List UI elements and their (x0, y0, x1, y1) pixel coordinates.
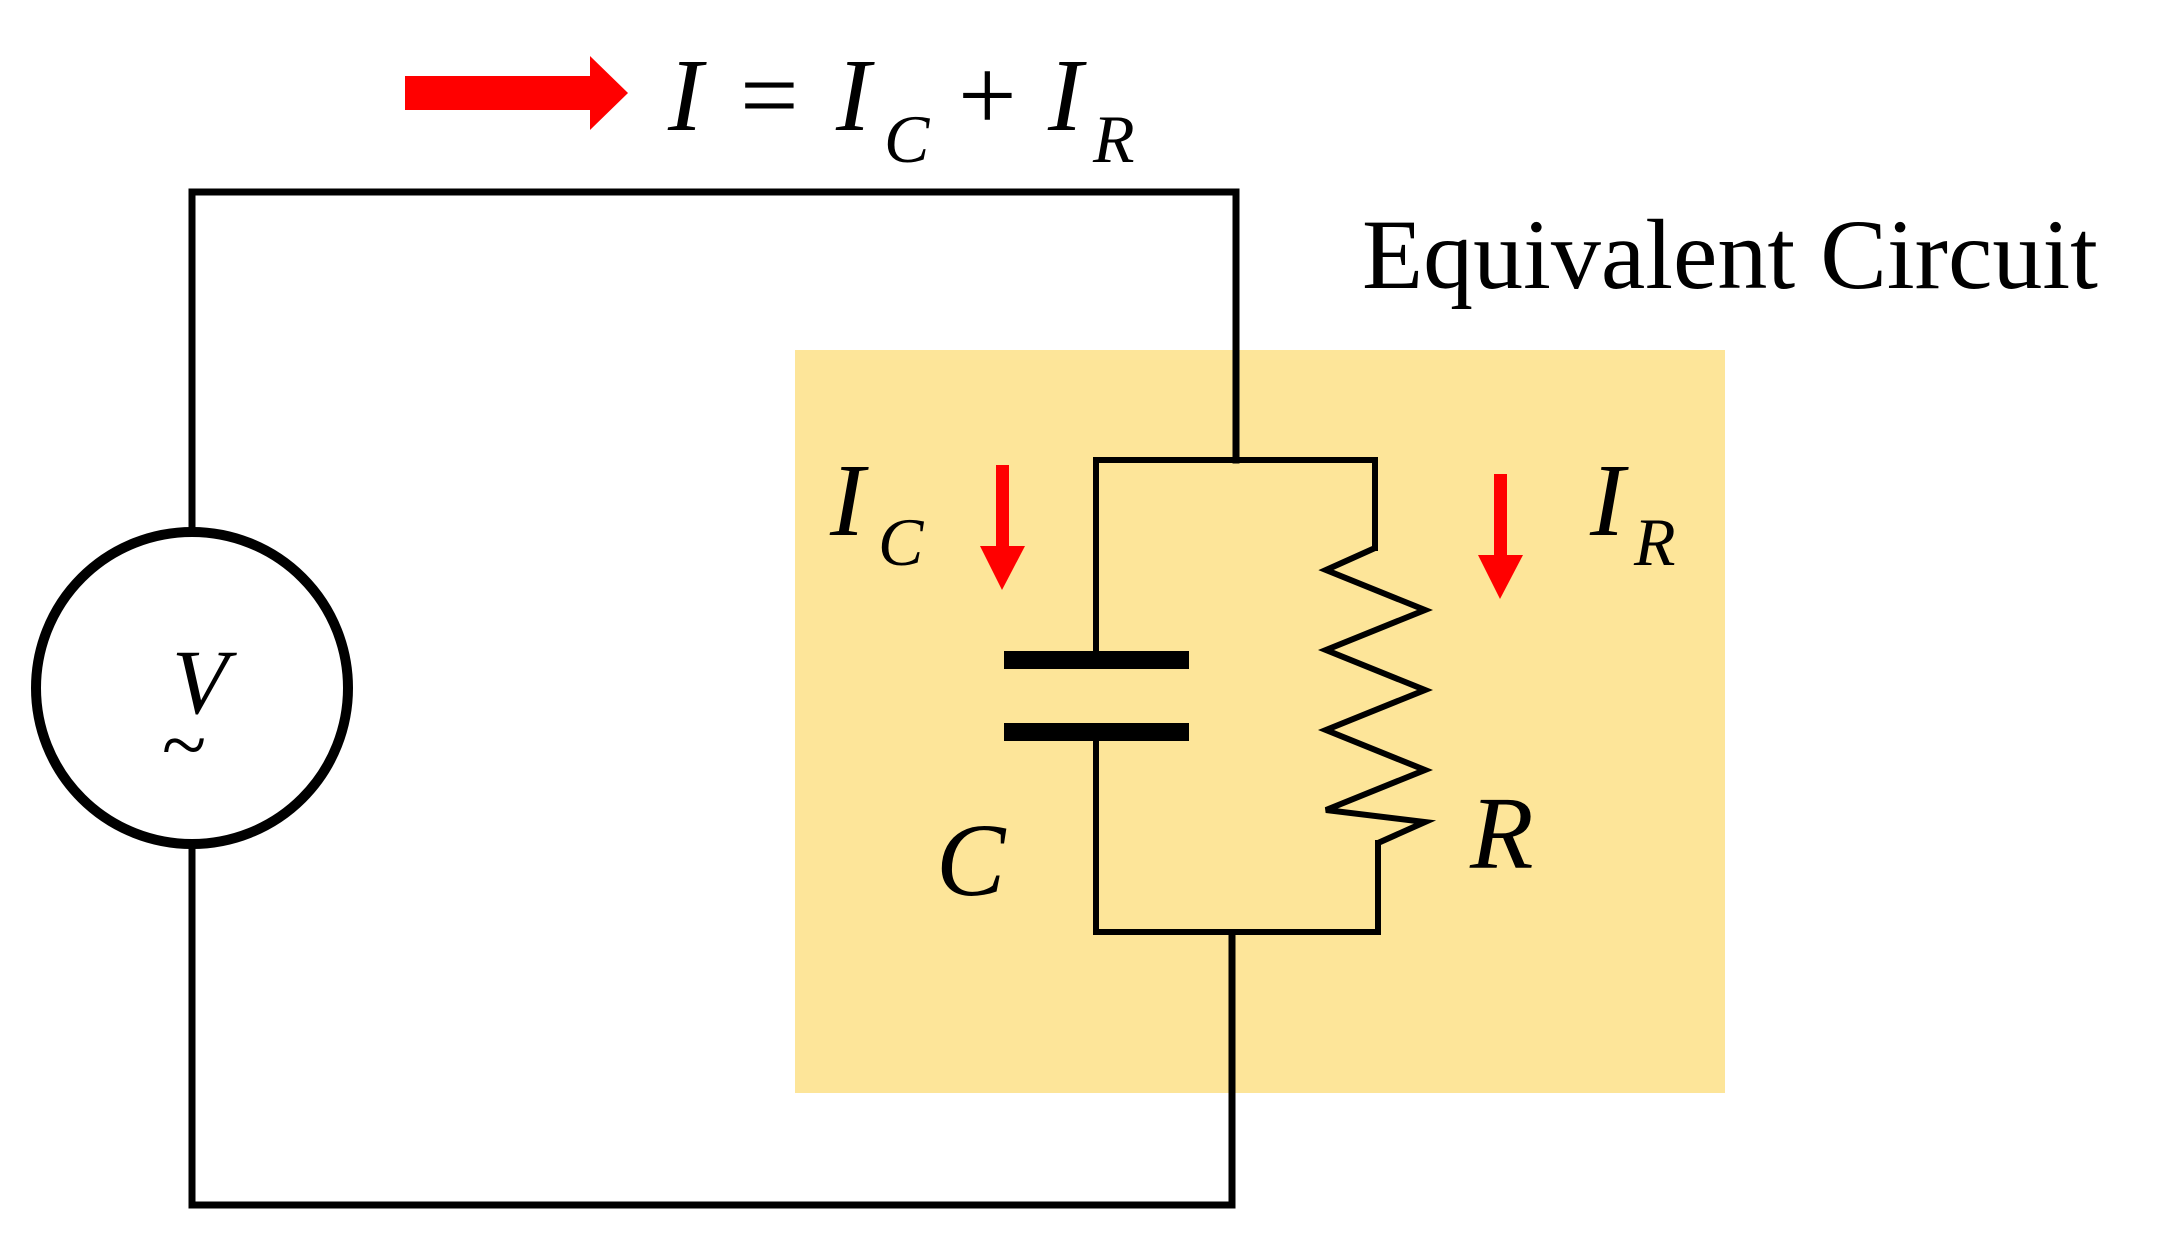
equation-equals: = (740, 38, 799, 153)
source-ac-mark: ~ (162, 699, 206, 790)
total-current-equation: I = I C + I R (667, 38, 1135, 177)
outer-wires (188, 188, 1240, 1209)
equation-lhs: I (667, 38, 707, 153)
capacitor-current-main: I (829, 443, 869, 558)
wire-branch-top (1093, 457, 1378, 653)
source-symbol: V (172, 631, 238, 733)
capacitor-current-label: I C (829, 443, 924, 580)
resistor-label: R (1469, 776, 1534, 891)
capacitor-current-sub: C (878, 504, 924, 580)
equation-term1-main: I (835, 38, 875, 153)
equation-term2-main: I (1047, 38, 1087, 153)
equivalent-circuit-box (795, 350, 1725, 1093)
equation-term1-sub: C (884, 101, 930, 177)
wire-top (188, 188, 1240, 537)
resistor-icon (1317, 545, 1437, 846)
diagram-title: Equivalent Circuit (1362, 199, 2098, 310)
resistor-current-label: I R (1589, 443, 1676, 580)
total-current-arrow-icon (405, 56, 628, 130)
resistor-current-arrow-icon (1478, 474, 1523, 599)
resistor-current-sub: R (1633, 504, 1676, 580)
resistor-current-main: I (1589, 443, 1629, 558)
capacitor-plate-top (1004, 651, 1189, 669)
capacitor-current-arrow-icon (980, 465, 1025, 590)
equation-term2-sub: R (1092, 101, 1135, 177)
capacitor-icon (1004, 651, 1189, 741)
equation-plus: + (958, 38, 1017, 153)
wire-bottom (188, 841, 1236, 1209)
wire-branch-bottom (1093, 740, 1381, 935)
capacitor-label: C (936, 803, 1007, 918)
capacitor-plate-bottom (1004, 723, 1189, 741)
parallel-wires (1093, 457, 1381, 935)
ac-source-icon (31, 527, 353, 849)
